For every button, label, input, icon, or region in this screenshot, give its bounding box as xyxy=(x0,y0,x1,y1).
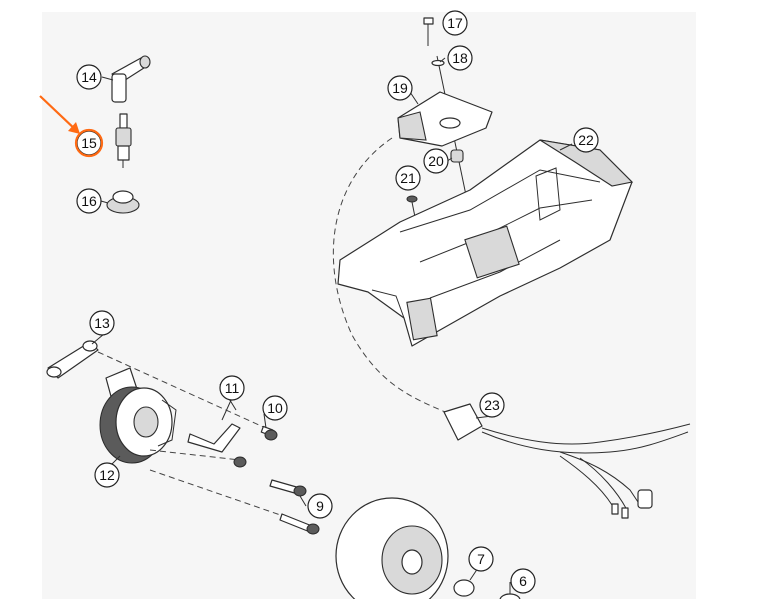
svg-text:7: 7 xyxy=(477,551,485,567)
svg-text:10: 10 xyxy=(267,400,283,416)
svg-text:9: 9 xyxy=(316,498,324,514)
flywheel-part xyxy=(335,497,449,599)
svg-text:20: 20 xyxy=(428,153,444,169)
svg-text:16: 16 xyxy=(81,193,97,209)
callout-7: 7 xyxy=(468,546,494,572)
long-bolt-part xyxy=(279,513,320,535)
highlight-arrowhead xyxy=(68,122,80,134)
bolt-part xyxy=(233,456,247,468)
svg-text:13: 13 xyxy=(94,315,110,331)
callout-22: 22 xyxy=(573,127,599,153)
screw-part xyxy=(423,17,434,46)
callout-23: 23 xyxy=(479,392,505,418)
svg-text:12: 12 xyxy=(99,467,115,483)
bolt-part xyxy=(260,425,278,441)
callout-10: 10 xyxy=(262,395,288,421)
battery-holder-part xyxy=(337,139,634,347)
highlight-marker xyxy=(39,95,104,158)
callout-15: 15 xyxy=(76,130,102,156)
svg-text:15: 15 xyxy=(81,135,97,151)
grommet-part xyxy=(106,190,140,214)
callout-19: 19 xyxy=(387,75,413,101)
spark-plug-cap-part xyxy=(111,55,151,103)
svg-text:22: 22 xyxy=(578,132,594,148)
svg-text:11: 11 xyxy=(225,380,240,396)
callout-14: 14 xyxy=(76,64,102,90)
callout-16: 16 xyxy=(76,188,102,214)
assembly-guide-line xyxy=(149,449,241,461)
nut-part xyxy=(499,593,521,599)
washer-part xyxy=(453,579,475,597)
svg-text:21: 21 xyxy=(400,170,416,186)
callout-6: 6 xyxy=(510,568,536,594)
leader-lines xyxy=(91,57,573,594)
callout-13: 13 xyxy=(89,310,115,336)
spacer-part xyxy=(450,149,464,163)
callout-20: 20 xyxy=(423,148,449,174)
wiring-harness-part xyxy=(443,403,691,519)
cable-route-line xyxy=(332,137,451,415)
svg-text:6: 6 xyxy=(519,573,527,589)
spark-plug-part xyxy=(115,113,132,168)
washer-part xyxy=(431,59,445,67)
callout-17: 17 xyxy=(442,10,468,36)
svg-text:23: 23 xyxy=(484,397,500,413)
svg-text:18: 18 xyxy=(452,50,468,66)
svg-text:19: 19 xyxy=(392,80,408,96)
assembly-guide-line xyxy=(97,351,271,431)
svg-text:17: 17 xyxy=(447,15,463,31)
callout-21: 21 xyxy=(395,165,421,191)
diagram-panel xyxy=(42,12,696,599)
highlight-arrow xyxy=(39,95,79,133)
callout-9: 9 xyxy=(307,493,333,519)
svg-text:14: 14 xyxy=(81,69,97,85)
callout-12: 12 xyxy=(94,462,120,488)
bracket-part xyxy=(397,91,493,147)
stator-part xyxy=(99,367,177,464)
callout-11: 11 xyxy=(219,375,245,401)
callout-18: 18 xyxy=(447,45,473,71)
highlight-ring xyxy=(74,128,104,158)
long-bolt-part xyxy=(269,479,307,497)
mounting-bracket-part xyxy=(46,340,99,379)
